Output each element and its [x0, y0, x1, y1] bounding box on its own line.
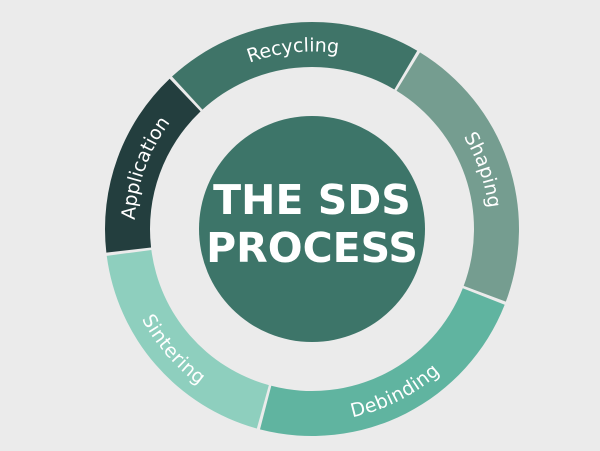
segment-sintering [106, 250, 269, 429]
segment-recycling [172, 22, 418, 110]
center-hub [199, 116, 425, 342]
center-title-line2: PROCESS [206, 224, 418, 272]
segment-shaping [396, 52, 519, 302]
center-title-line1: THE SDS [213, 176, 411, 224]
process-ring [104, 22, 519, 437]
segment-debinding [259, 288, 505, 437]
segment-application [104, 78, 201, 253]
